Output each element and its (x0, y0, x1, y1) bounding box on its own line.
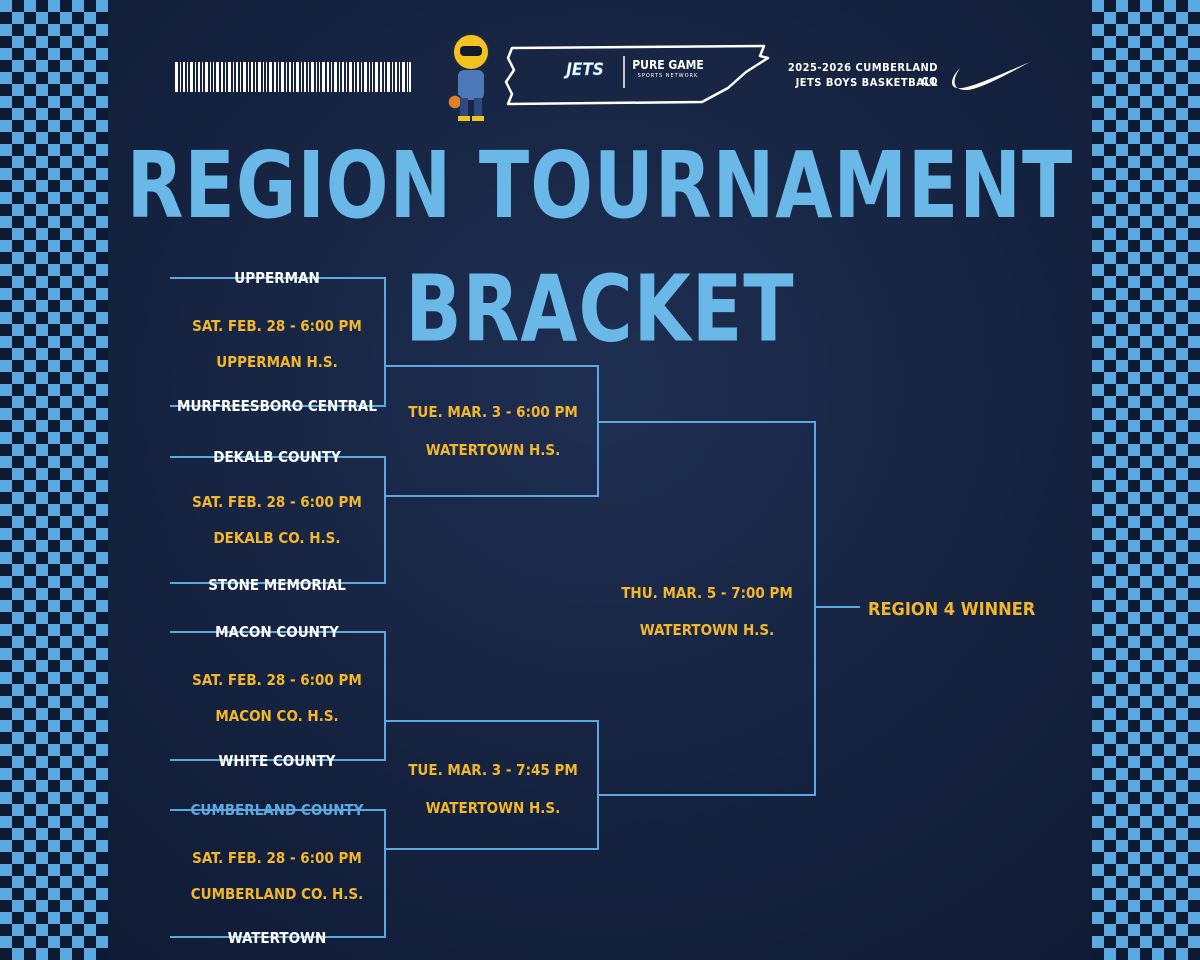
game2-site: DEKALB CO. H.S. (213, 529, 341, 547)
brand-line-2: JETS BOYS BASKETBALL (795, 76, 938, 89)
semi2-site: WATERTOWN H.S. (425, 799, 561, 817)
barcode-icon (175, 62, 411, 92)
sponsor-subtext: SPORTS NETWORK (637, 73, 699, 79)
game2-date: SAT. FEB. 28 - 6:00 PM (192, 493, 362, 511)
game4-date: SAT. FEB. 28 - 6:00 PM (192, 849, 362, 867)
final-date: THU. MAR. 5 - 7:00 PM (621, 584, 793, 602)
game1-site: UPPERMAN H.S. (216, 353, 338, 371)
page-title: REGION TOURNAMENT BRACKET (126, 133, 1074, 363)
nike-swoosh-icon (952, 62, 1030, 90)
final-site: WATERTOWN H.S. (639, 621, 775, 639)
team-upperman: UPPERMAN (234, 269, 320, 287)
game3-date: SAT. FEB. 28 - 6:00 PM (192, 671, 362, 689)
brand-line-1: 2025-2026 CUMBERLAND CO (787, 61, 938, 88)
sponsor-name: PURE GAME (632, 58, 704, 72)
jet-pilot-mascot-icon (447, 33, 490, 121)
team-dekalb-county: DEKALB COUNTY (213, 448, 341, 466)
jets-logo: JETS (566, 60, 604, 81)
game3-site: MACON CO. H.S. (215, 707, 339, 725)
team-watertown: WATERTOWN (227, 929, 327, 947)
sponsor-logo: PURE GAME SPORTS NETWORK (628, 58, 708, 80)
tennessee-outline-icon (504, 44, 770, 106)
semi1-date: TUE. MAR. 3 - 6:00 PM (408, 403, 578, 421)
team-murfreesboro-central: MURFREESBORO CENTRAL (177, 397, 377, 415)
game4-site: CUMBERLAND CO. H.S. (190, 885, 364, 903)
checker-border-right (1092, 0, 1200, 960)
checker-border-left (0, 0, 108, 960)
team-macon-county: MACON COUNTY (215, 623, 339, 641)
team-white-county: WHITE COUNTY (218, 752, 336, 770)
semi2-date: TUE. MAR. 3 - 7:45 PM (408, 761, 578, 779)
semi1-site: WATERTOWN H.S. (425, 441, 561, 459)
team-stone-memorial: STONE MEMORIAL (208, 576, 346, 594)
game1-date: SAT. FEB. 28 - 6:00 PM (192, 317, 362, 335)
team-cumberland-county: CUMBERLAND COUNTY (190, 801, 364, 819)
region-winner-label: REGION 4 WINNER (868, 599, 1036, 620)
